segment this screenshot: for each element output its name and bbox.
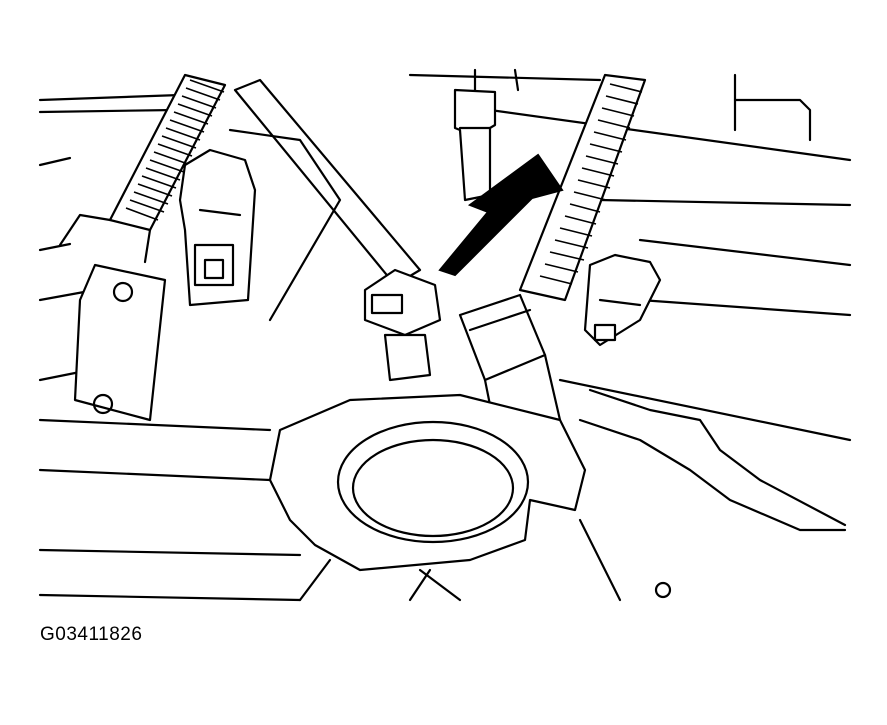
figure-id-label: G03411826 — [40, 624, 143, 645]
upper-fitting — [453, 68, 520, 202]
sensor-icon — [363, 268, 442, 382]
arrow-pointer-icon — [438, 153, 564, 277]
sensor-tube — [228, 78, 422, 322]
pipe-sleeve — [458, 293, 562, 432]
casting-edge — [578, 388, 847, 599]
hose-right — [518, 73, 647, 302]
left-bracket — [73, 263, 167, 422]
hose-icon — [125, 79, 225, 221]
manifold-lines — [38, 73, 852, 602]
upper-right-bracket — [733, 73, 812, 142]
connector-icon — [178, 148, 257, 307]
hose-left — [58, 73, 227, 264]
central-flange — [268, 393, 587, 602]
right-connector — [583, 253, 662, 347]
